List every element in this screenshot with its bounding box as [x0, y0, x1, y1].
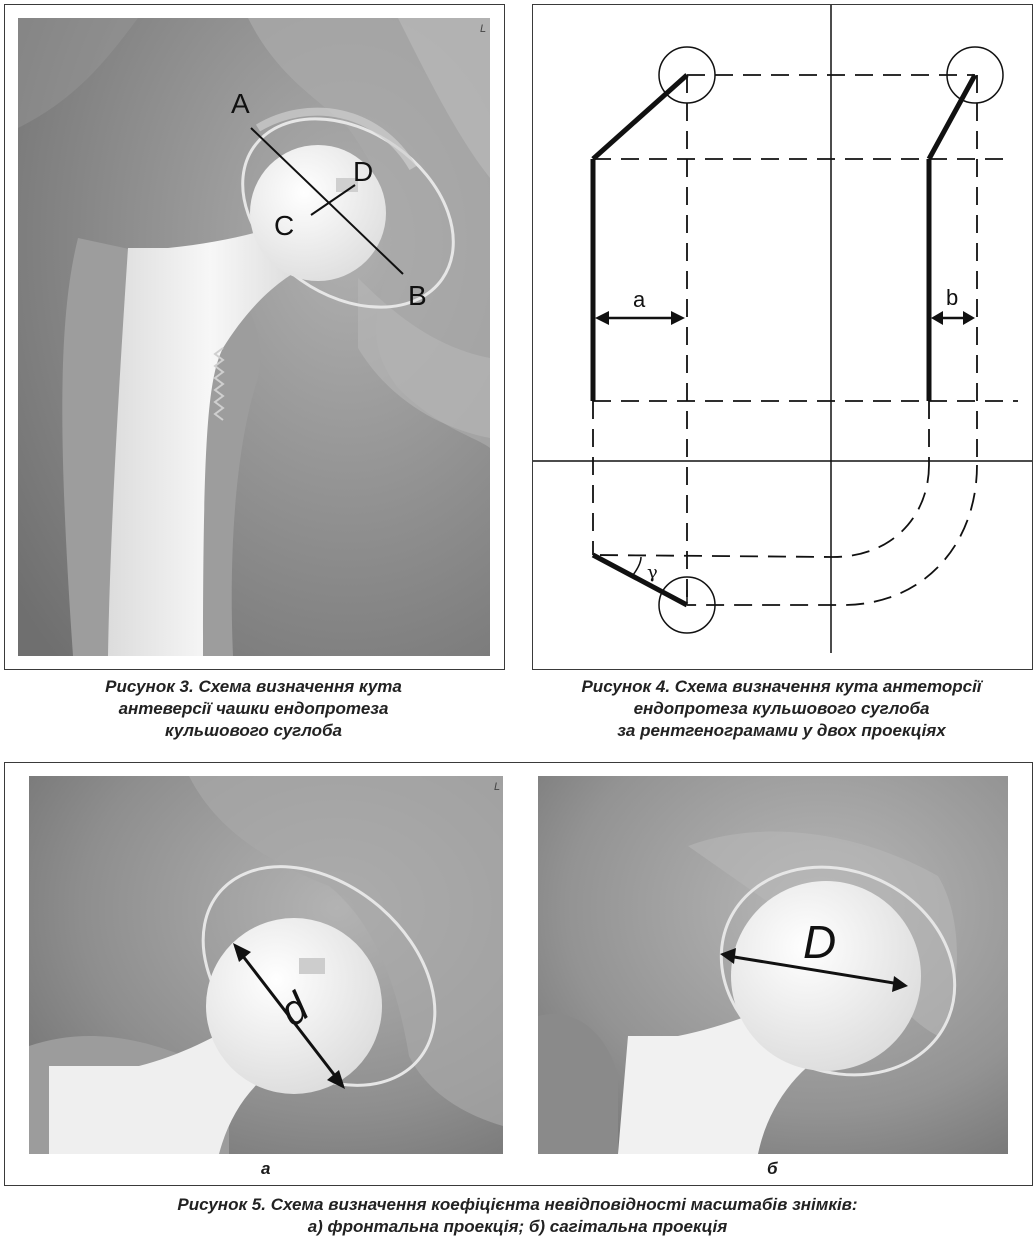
- label-point-c: C: [274, 210, 294, 241]
- figure-4-caption: Рисунок 4. Схема визначення кута антетор…: [532, 676, 1031, 742]
- label-d-large: D: [803, 916, 836, 968]
- label-point-b: B: [408, 280, 427, 311]
- figure-5-caption-line-1: Рисунок 5. Схема визначення коефіцієнта …: [177, 1195, 858, 1214]
- figure-4-caption-line-1: Рисунок 4. Схема визначення кута антетор…: [581, 677, 982, 696]
- figure-3-caption-line-3: кульшового суглоба: [165, 721, 342, 740]
- label-point-d: D: [353, 156, 373, 187]
- corner-mark: L: [480, 23, 486, 35]
- panel-a-letter: а: [261, 1159, 271, 1178]
- anteversion-diagram: a b γ: [533, 5, 1032, 653]
- label-a: a: [633, 287, 646, 312]
- label-point-a: A: [231, 88, 250, 119]
- figure-4-caption-line-3: за рентгенограмами у двох проекціях: [617, 721, 946, 740]
- label-gamma: γ: [647, 562, 658, 583]
- figure-3-caption-line-2: антеверсії чашки ендопротеза: [118, 699, 389, 718]
- hip-xray-frontal: d L: [29, 776, 503, 1154]
- figure-4-caption-line-2: ендопротеза кульшового суглоба: [633, 699, 930, 718]
- figure-4-frame: a b γ: [532, 4, 1033, 670]
- figure-5-caption: Рисунок 5. Схема визначення коефіцієнта …: [4, 1194, 1031, 1238]
- figure-5-frame: d L: [4, 762, 1033, 1186]
- hip-xray-sagittal: D: [538, 776, 1008, 1154]
- figure-3-frame: A B C D L: [4, 4, 505, 670]
- corner-mark-5: L: [494, 781, 500, 793]
- figure-3-xray: A B C D L: [18, 18, 490, 656]
- panel-b-letter: б: [767, 1159, 778, 1178]
- figure-5a-xray: d L: [29, 776, 503, 1154]
- hip-xray-antiversion: A B C D L: [18, 18, 490, 656]
- figure-3-caption: Рисунок 3. Схема визначення кута антевер…: [4, 676, 503, 742]
- figure-5-caption-line-2: а) фронтальна проекція; б) сагітальна пр…: [307, 1217, 728, 1236]
- figure-3-caption-line-1: Рисунок 3. Схема визначення кута: [105, 677, 402, 696]
- label-b: b: [946, 285, 958, 310]
- figure-5b-xray: D: [538, 776, 1008, 1154]
